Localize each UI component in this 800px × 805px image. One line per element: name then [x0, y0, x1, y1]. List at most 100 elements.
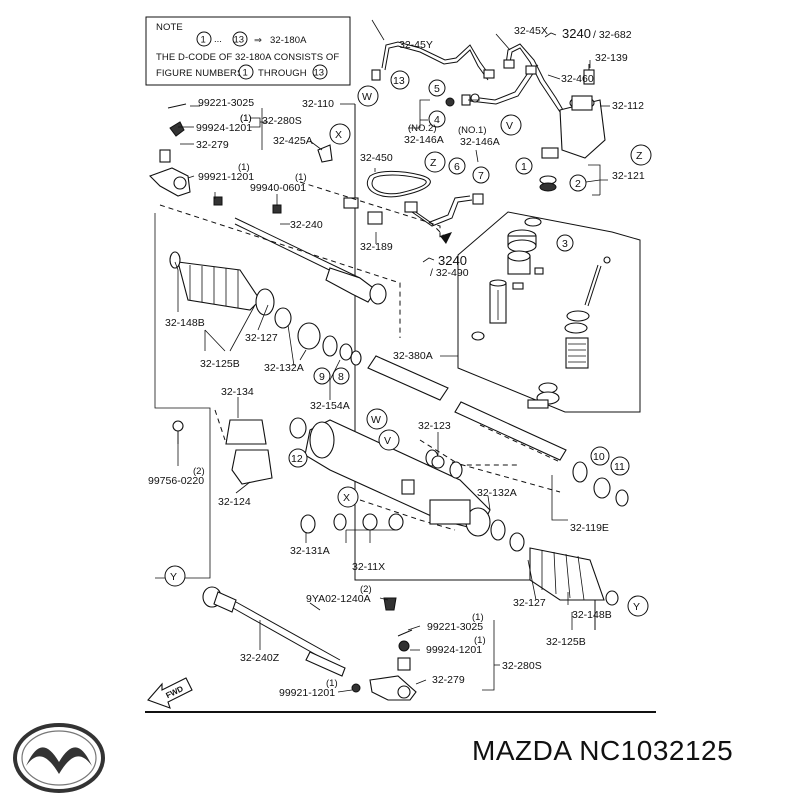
label-99756-qty: (2) — [193, 466, 205, 477]
tie-rod-end-bottom — [351, 597, 417, 701]
label-99921-qty-top: (1) — [238, 162, 250, 173]
callout-8: 8 — [338, 371, 344, 383]
label-99921-1201-top: 99921-1201 — [198, 171, 254, 183]
label-32-11X: 32-11X — [352, 561, 385, 573]
hose-32-450 — [343, 170, 484, 244]
callout-9: 9 — [319, 371, 325, 383]
label-99921-1201-bot: 99921-1201 — [279, 687, 335, 699]
label-32-125B-top: 32-125B — [200, 358, 240, 370]
label-32-127-top: 32-127 — [245, 332, 278, 344]
label-32-450: 32-450 — [360, 152, 393, 164]
label-32-146A-b: 32-146A — [460, 136, 500, 148]
label-32-112: 32-112 — [612, 100, 644, 112]
note-box: NOTE 1 ... 13 ⇒ 32-180A THE D-CODE OF 32… — [145, 16, 351, 86]
leader-lines — [174, 19, 610, 693]
label-99924-1201-bot: 99924-1201 — [426, 644, 482, 656]
callout-circles: 13 5 4 6 7 1 2 3 9 8 12 10 11 W V X Z Z — [164, 70, 652, 617]
label-99756-0220: 99756-0220 — [148, 475, 204, 487]
callout-Z-right: Z — [636, 150, 643, 162]
note-line3c: THROUGH — [258, 68, 307, 79]
label-32-280S-top: 32-280S — [262, 115, 302, 127]
label-32-682: / 32-682 — [593, 29, 632, 41]
label-99921-qty-bot: (1) — [326, 678, 338, 689]
label-32-490: / 32-490 — [430, 267, 469, 279]
callout-V-mid: V — [384, 435, 391, 447]
frame-lines — [145, 103, 656, 713]
rack-housing — [304, 355, 567, 541]
note-num-a: 1 — [201, 35, 206, 46]
callout-13: 13 — [393, 75, 405, 87]
label-32-132A-bot: 32-132A — [477, 487, 517, 499]
note-line2: THE D-CODE OF 32-180A CONSISTS OF — [156, 52, 339, 63]
label-99221-3025-bot: 99221-3025 — [427, 621, 483, 633]
label-32-280S-bot: 32-280S — [502, 660, 542, 672]
callout-X-top: X — [335, 129, 342, 141]
label-32-148B-bot: 32-148B — [572, 609, 612, 621]
label-32-154A: 32-154A — [310, 400, 350, 412]
note-num-b: 13 — [234, 35, 245, 46]
callout-7: 7 — [478, 170, 484, 182]
label-32-127-bot: 32-127 — [513, 597, 546, 609]
label-32-124: 32-124 — [218, 496, 251, 508]
pinion-detail-box — [457, 211, 641, 413]
label-99221-qty-bot: (1) — [472, 612, 484, 623]
bushing-parts — [172, 417, 629, 534]
boot-top — [169, 251, 362, 366]
boot-bottom — [509, 532, 619, 606]
label-32-125B-bot: 32-125B — [546, 636, 586, 648]
note-line3a: FIGURE NUMBERS — [156, 68, 243, 79]
label-99940-qty: (1) — [295, 172, 307, 183]
note-arrow: ⇒ — [254, 35, 262, 46]
callout-3: 3 — [562, 238, 568, 250]
callout-12: 12 — [291, 453, 303, 465]
label-32-123: 32-123 — [418, 420, 451, 432]
note-line3d: 13 — [314, 68, 325, 79]
part-labels: 32-45X 3240 / 32-682 32-45Y 32-139 32-46… — [148, 25, 645, 699]
label-32-425A: 32-425A — [273, 135, 313, 147]
label-32-45X: 32-45X — [514, 25, 548, 37]
note-title: NOTE — [156, 22, 183, 33]
callout-4: 4 — [434, 114, 440, 126]
label-3240-top: 3240 — [562, 26, 591, 41]
label-32-132A-top: 32-132A — [264, 362, 304, 374]
callout-10: 10 — [593, 451, 605, 463]
label-32-45Y: 32-45Y — [399, 39, 433, 51]
label-32-240Z: 32-240Z — [240, 652, 280, 664]
inner-tie-rod-top — [234, 217, 387, 305]
label-no1: (NO.1) — [458, 125, 487, 136]
note-dots: ... — [214, 34, 222, 45]
fwd-arrow: FWD — [147, 677, 193, 709]
callout-Y-left: Y — [170, 571, 177, 583]
label-32-240: 32-240 — [290, 219, 323, 231]
tie-rod-end-top — [149, 103, 333, 214]
callout-Y-right: Y — [633, 601, 640, 613]
inner-tie-rod-bottom — [202, 586, 346, 677]
callout-5: 5 — [434, 83, 440, 95]
label-32-134: 32-134 — [221, 386, 254, 398]
label-32-121: 32-121 — [612, 170, 645, 182]
label-99940-0601: 99940-0601 — [250, 182, 306, 194]
label-no2: (NO.2) — [408, 123, 437, 134]
label-99221-3025-top: 99221-3025 — [198, 97, 254, 109]
label-32-189: 32-189 — [360, 241, 393, 253]
callout-2-right: 2 — [575, 178, 581, 190]
label-3240-mid: 3240 — [438, 253, 467, 268]
callout-V-top: V — [506, 120, 513, 132]
label-32-139: 32-139 — [595, 52, 628, 64]
label-99924-qty-top: (1) — [240, 113, 252, 124]
label-32-460: 32-460 — [561, 73, 594, 85]
callout-6: 6 — [454, 161, 460, 173]
label-99924-qty-bot: (1) — [474, 635, 486, 646]
callout-Z-mid: Z — [430, 157, 437, 169]
note-code: 32-180A — [270, 35, 307, 46]
brand-part-number: MAZDA NC1032125 — [472, 735, 734, 766]
label-99924-1201-top: 99924-1201 — [196, 122, 252, 134]
callout-1-right: 1 — [521, 161, 527, 173]
label-32-279-bot: 32-279 — [432, 674, 465, 686]
callout-W-mid: W — [371, 414, 381, 426]
label-9YA02-qty: (2) — [360, 584, 372, 595]
callout-X-mid: X — [343, 492, 350, 504]
label-9YA02-1240A: 9YA02-1240A — [306, 593, 371, 605]
